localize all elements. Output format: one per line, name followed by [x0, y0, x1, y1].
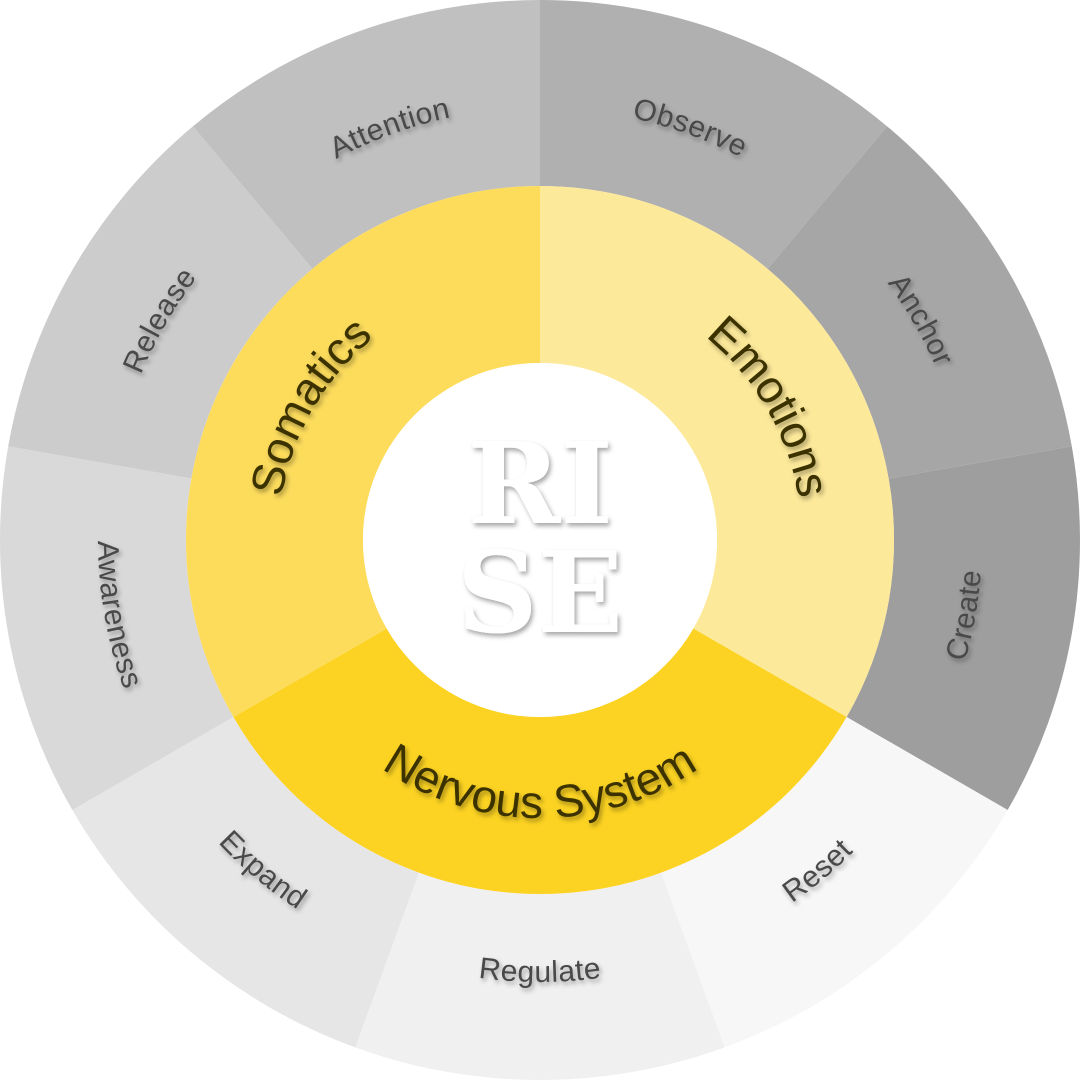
inner-ring [186, 186, 894, 894]
outer-segment-attention [192, 0, 540, 269]
outer-segment-reset [661, 717, 1008, 1048]
center-title-line-1: RI [467, 419, 612, 550]
outer-label-text: Regulate [477, 952, 602, 989]
outer-segment-regulate [355, 872, 725, 1080]
inner-segment-somatics [186, 186, 540, 717]
outer-segment-expand [72, 717, 419, 1048]
inner-segment-emotions [540, 186, 894, 717]
center-title-line-2: SE [457, 528, 623, 659]
outer-segment-observe [540, 0, 888, 269]
outer-segment-anchor [767, 126, 1072, 479]
inner-segment-nervous-system [233, 628, 847, 894]
outer-segment-release [8, 126, 313, 479]
outer-label-regulate: Regulate [477, 952, 602, 989]
center-circle [363, 363, 717, 717]
outer-segment-create [846, 446, 1080, 810]
outer-segment-awareness [0, 446, 234, 810]
